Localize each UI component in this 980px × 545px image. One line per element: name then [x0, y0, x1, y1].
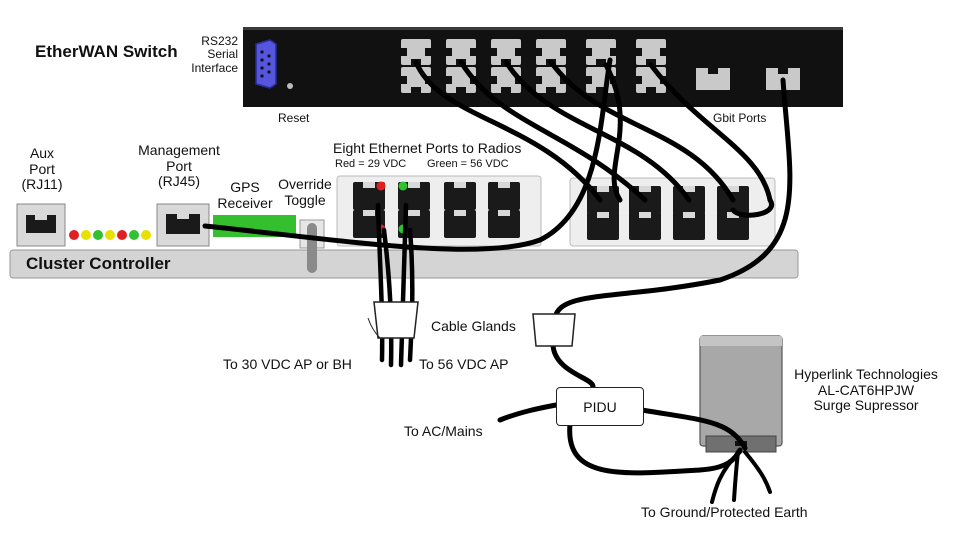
surge-line: AL-CAT6HPJW [817, 381, 915, 398]
rs232-line: Serial [207, 47, 238, 62]
surge-suppressor-label: Hyperlink Technologies AL-CAT6HPJW Surge… [786, 366, 946, 414]
gps-line: Receiver [217, 194, 273, 211]
status-leds [69, 230, 151, 240]
cluster-controller-label: Cluster Controller [26, 254, 171, 273]
rs232-line: RS232 [201, 34, 238, 48]
led-icon [376, 181, 386, 191]
uplink-cable [413, 59, 603, 203]
mgmt-line: (RJ45) [157, 173, 200, 190]
led-icon [105, 230, 115, 240]
controller-port [587, 212, 619, 240]
override-toggle-switch [307, 223, 317, 273]
mgmt-line: Management [138, 142, 220, 158]
gbit-ports-label: Gbit Ports [713, 111, 767, 125]
radio-port [398, 210, 430, 238]
management-port-label: Management Port (RJ45) [127, 142, 231, 190]
override-toggle-label: Override Toggle [272, 176, 338, 208]
switch-title: EtherWAN Switch [35, 42, 178, 61]
aux-line: Port [29, 160, 55, 177]
pidu-box: PIDU [556, 387, 644, 426]
led-icon [141, 230, 151, 240]
radio-ports-title: Eight Ethernet Ports to Radios [333, 140, 522, 156]
switch-port [491, 67, 521, 93]
green-voltage-note: Green = 56 VDC [427, 158, 509, 170]
aux-port-label: Aux Port (RJ11) [12, 145, 72, 193]
led-icon [398, 181, 408, 191]
radio-port [444, 210, 476, 238]
cable-gland-icon [367, 301, 419, 339]
surge-line: Hyperlink Technologies [794, 366, 938, 382]
uplink-cable [648, 62, 775, 218]
uplink-cable [548, 59, 736, 203]
reset-button-icon [287, 83, 293, 89]
to-30vdc-label: To 30 VDC AP or BH [223, 356, 352, 372]
surge-suppressor-icon [699, 335, 783, 453]
radio-cable [398, 202, 409, 368]
controller-port [673, 212, 705, 240]
override-line: Override [278, 176, 332, 192]
cable-glands-label: Cable Glands [431, 318, 516, 334]
switch-port [536, 67, 566, 93]
radio-port [488, 182, 520, 210]
radio-port [444, 182, 476, 210]
rj11-port-icon [26, 215, 56, 233]
gbit-port [696, 68, 730, 90]
led-icon [69, 230, 79, 240]
gps-line: GPS [230, 179, 260, 195]
radio-cable [381, 227, 394, 368]
surge-cable [639, 407, 748, 451]
cable-gland-icon [532, 313, 576, 347]
switch-port [636, 39, 666, 65]
rs232-label: RS232 Serial Interface [186, 34, 238, 75]
mgmt-line: Port [166, 157, 192, 174]
reset-label: Reset [278, 111, 310, 125]
rj45-port-icon [166, 214, 200, 234]
aux-line: (RJ11) [21, 176, 63, 193]
aux-port-housing [16, 203, 66, 247]
management-cable [202, 57, 613, 252]
to-56vdc-label: To 56 VDC AP [419, 356, 509, 372]
led-icon [93, 230, 103, 240]
surge-line: Surge Supressor [813, 397, 919, 414]
ground-cable [743, 450, 772, 494]
uplink-cable [503, 59, 692, 203]
ac-mains-cable [497, 402, 559, 423]
led-icon [81, 230, 91, 240]
aux-line: Aux [29, 145, 55, 161]
ground-cable [710, 450, 742, 504]
controller-port [629, 212, 661, 240]
uplink-cable [603, 62, 623, 203]
gbit-cable [552, 77, 793, 321]
radio-cable [407, 227, 415, 363]
radio-port [488, 210, 520, 238]
gps-label: GPS Receiver [210, 179, 280, 211]
rs232-line: Interface [191, 60, 238, 75]
led-icon [129, 230, 139, 240]
switch-top-highlight [243, 27, 843, 30]
rs232-db9-icon [255, 39, 277, 89]
led-icon [117, 230, 127, 240]
radio-cable [375, 202, 385, 363]
cables [202, 57, 793, 504]
uplink-cable [458, 59, 648, 203]
ground-label: To Ground/Protected Earth [641, 504, 808, 520]
ac-mains-label: To AC/Mains [404, 423, 483, 439]
red-voltage-note: Red = 29 VDC [335, 158, 407, 170]
override-line: Toggle [284, 191, 326, 208]
